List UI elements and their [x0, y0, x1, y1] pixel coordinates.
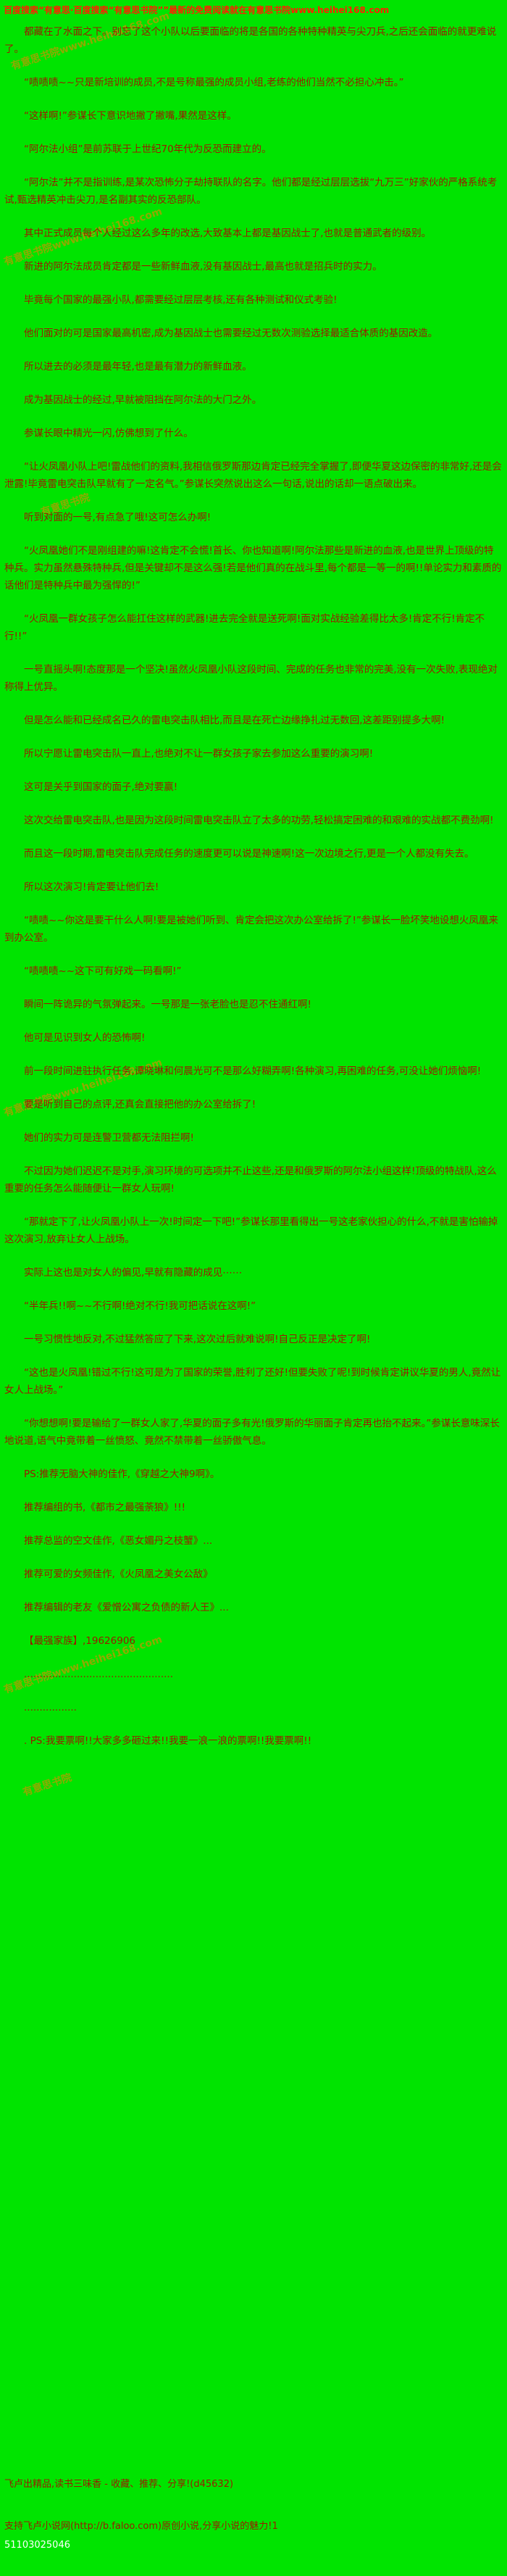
novel-paragraph: 所以宁愿让雷电突击队一直上,也绝对不让一群女孩子家去参加这么重要的演习啊!: [24, 748, 374, 760]
novel-paragraph: “你想想啊!要是输给了一群女人家了,华夏的面子多有光!俄罗斯的华丽面子肯定再也抬…: [4, 1418, 500, 1447]
novel-paragraph: 但是怎么能和已经成名已久的雷电突击队相比,而且是在死亡边缘挣扎过无数回,这差距别…: [24, 715, 445, 726]
novel-paragraph: 一号习惯性地反对,不过猛然答应了下来,这次过后就难说啊!自己反正是决定了啊!: [24, 1334, 371, 1345]
novel-paragraph: 听到对面的一号,有点急了哦!这可怎么办啊!: [24, 512, 211, 523]
novel-paragraph: “阿尔法”并不是指训练,是某次恐怖分子劫持联队的名字。他们都是经过层层选拔“九万…: [4, 177, 498, 206]
faloo-link[interactable]: http://b.faloo.com: [74, 2521, 159, 2532]
novel-paragraph: “这样啊!”参谋长下意识地撇了撇嘴,果然是这样。: [24, 110, 237, 122]
novel-paragraph: “阿尔法小组”是前苏联于上世纪70年代为反恐而建立的。: [24, 144, 272, 155]
novel-paragraph: 参谋长眼中精光一闪,仿佛想到了什么。: [24, 428, 193, 439]
novel-paragraph: 他们面对的可是国家最高机密,成为基因战士也需要经过无数次测验选择最适合体质的基因…: [24, 328, 438, 339]
novel-paragraph: PS:推荐无脑大神的佳作,《穿越之大神9啊》。: [24, 1468, 220, 1480]
novel-paragraph: 瞬间一阵诡异的气氛弹起来。一号那是一张老脸也是忍不住通红啊!: [24, 999, 311, 1010]
serial-number: 51103025046: [4, 2540, 70, 2551]
novel-paragraph: 【最强家族】,19626906: [24, 1635, 136, 1647]
novel-paragraph: 她们的实力可是连警卫营都无法阻拦啊!: [24, 1132, 194, 1144]
novel-paragraph: 毕竟每个国家的最强小队,都需要经过层层考核,还有各种测试和仪式考验!: [24, 294, 338, 306]
novel-paragraph: “火凤凰她们不是刚组建的嘛!这肯定不会慌!首长、你也知道啊!阿尔法那些是新进的血…: [4, 545, 502, 591]
novel-paragraph: . PS:我要票啊!!大家多多砸过来!!我要一浪一浪的票啊!!我要票啊!!: [24, 1735, 312, 1747]
novel-paragraph: 新进的阿尔法成员肯定都是一些新鲜血液,没有基因战士,最高也就是招兵时的实力。: [24, 261, 382, 273]
page-footer: 飞卢出精品,读书三味香 - 收藏、推荐、分享!(d45632) 支持飞卢小说网(…: [4, 2477, 503, 2551]
novel-paragraph: 其中正式成员每个人经过这么多年的改选,大致基本上都是基因战士了,也就是普通武者的…: [24, 228, 432, 239]
novel-paragraph: 所以这次演习!肯定要让他们去!: [24, 881, 159, 893]
support-prefix: 支持飞卢小说网(: [4, 2521, 75, 2532]
novel-paragraph: 实际上这也是对女人的偏见,早就有隐藏的成见⋯⋯: [24, 1267, 243, 1279]
novel-paragraph: “那就定下了,让火凤凰小队上一次!时间定一下吧!”参谋长那里看得出一号这老家伙担…: [4, 1216, 498, 1245]
novel-paragraph: 推荐编组的书,《都市之最强荼狼》!!!: [24, 1502, 186, 1513]
novel-text: 都藏在了水面之下。别忘了这个小队以后要面临的将是各国的各种特种精英与尖刀兵,之后…: [0, 17, 507, 1750]
novel-paragraph: 所以进去的必须是最年轻,也是最有潜力的新鲜血液。: [24, 361, 252, 373]
site-watermark: 有意思书院: [21, 1771, 74, 1799]
novel-paragraph: 成为基因战士的经过,早就被阻挡在阿尔法的大门之外。: [24, 394, 262, 406]
novel-paragraph: 要是听到自己的点评,还真会直接把他的办公室给拆了!: [24, 1099, 256, 1110]
novel-paragraph: “火凤凰一群女孩子怎么能扛住这样的武器!进去完全就是送死啊!面对实战经验差得比太…: [4, 613, 485, 642]
novel-paragraph: 不过因为她们迟迟不是对手,演习环境的可选项并不止这些,还是和俄罗斯的阿尔法小组这…: [4, 1166, 497, 1194]
faloo-slogan: 飞卢出精品,读书三味香 - 收藏、推荐、分享!(d45632): [4, 2479, 234, 2490]
novel-paragraph: 这次交给雷电突击队,也是因为这段时间雷电突击队立了太多的功劳,轻松搞定困难的和艰…: [24, 815, 494, 826]
novel-paragraph: “啧啧啧~~只是新培训的成员,不是号称最强的成员小组,老练的他们当然不必担心冲击…: [24, 77, 404, 88]
faloo-support-line: 支持飞卢小说网(http://b.faloo.com)原创小说,分享小说的魅力!…: [4, 2519, 503, 2534]
novel-paragraph: 都藏在了水面之下。别忘了这个小队以后要面临的将是各国的各种特种精英与尖刀兵,之后…: [4, 26, 497, 55]
novel-paragraph: 这可是关乎到国家的面子,绝对要赢!: [24, 781, 178, 793]
novel-paragraph: 他可是见识到女人的恐怖啊!: [24, 1032, 146, 1044]
novel-paragraph: .................: [24, 1702, 77, 1713]
novel-paragraph: 推荐编辑的老友《爱憎公寓之负债的新人王》...: [24, 1602, 229, 1613]
novel-paragraph: “半年兵!!啊~~不行啊!绝对不行!我可把话说在这啊!”: [24, 1300, 256, 1312]
novel-paragraph: “让火凤凰小队上吧!雷战他们的资料,我相信俄罗斯那边肯定已经完全掌握了,即便华夏…: [4, 461, 502, 490]
novel-paragraph: 推荐可爱的女频佳作,《火凤凰之美女公敌》: [24, 1569, 213, 1580]
support-suffix: )原创小说,分享小说的魅力!1: [158, 2521, 278, 2532]
site-promo-header: 百度搜索“有意思·百度搜索“有意思书院””最新的免费阅读就在有意思书院www.h…: [4, 5, 390, 15]
novel-paragraph: 推荐总监的空文佳作,《恶女媚丹之枝蟹》...: [24, 1535, 213, 1547]
novel-paragraph: 一号直摇头啊!态度那是一个坚决!虽然火凤凰小队这段时间、完成的任务也非常的完美,…: [4, 664, 498, 693]
novel-paragraph: 前一段时间进驻执行任务,谭晓琳和何晨光可不是那么好糊弄啊!各种演习,再困难的任务…: [24, 1065, 482, 1077]
novel-paragraph: 而且这一段时期,雷电突击队完成任务的速度更可以说是神速啊!这一次边境之行,更是一…: [24, 848, 474, 860]
novel-paragraph: “啧啧啧~~这下可有好戏一码看啊!”: [24, 965, 182, 977]
novel-paragraph: ........................................…: [24, 1669, 173, 1680]
novel-paragraph: “这也是火凤凰!错过不行!这可是为了国家的荣誉,胜利了还好!但要失败了呢!到时候…: [4, 1367, 501, 1396]
novel-paragraph: “啧啧~~你这是要干什么人啊!要是被她们听到、肯定会把这次办公室给拆了!”参谋长…: [4, 915, 498, 944]
